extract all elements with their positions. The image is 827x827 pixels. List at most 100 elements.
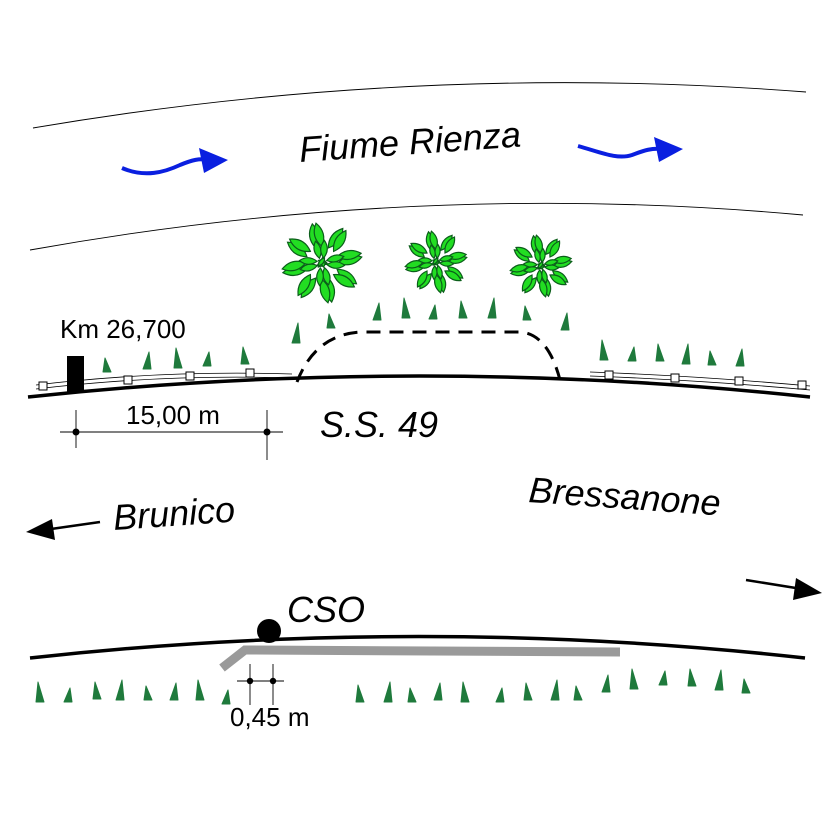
- grass-tuft-icon: [173, 347, 183, 369]
- grass-tuft-icon: [142, 351, 152, 370]
- grass-tuft-icon: [550, 679, 560, 701]
- grass-tuft-icon: [522, 305, 532, 321]
- grass-tuft-icon: [687, 668, 697, 687]
- tree-leaf: [297, 273, 312, 297]
- width-label: 0,45 m: [230, 702, 310, 732]
- tree-leaf: [416, 270, 428, 288]
- tree-3-icon: [509, 234, 573, 298]
- tree-leaf: [317, 257, 326, 267]
- tree-leaf: [434, 273, 443, 294]
- grass-tuft-icon: [599, 339, 609, 361]
- road-edge-lower: [29, 634, 806, 660]
- tree-leaf: [410, 242, 428, 254]
- tree-leaf: [549, 240, 561, 258]
- tree-leaf: [417, 257, 434, 264]
- grass-tuft-icon: [655, 343, 665, 362]
- grass-tuft-icon: [741, 678, 751, 694]
- tree-leaf: [444, 270, 462, 282]
- grass-tuft-icon: [63, 687, 73, 703]
- tree-leaf: [438, 255, 454, 262]
- grass-tuft-icon: [523, 682, 533, 701]
- tree-leaf: [444, 236, 456, 254]
- grass-tuft-icon: [326, 313, 336, 329]
- river-bank-upper: [32, 82, 807, 129]
- grass-tuft-icon: [627, 346, 637, 362]
- tree-leaf: [534, 234, 543, 255]
- direction-right-label: Bressanone: [527, 469, 722, 523]
- tree-leaf: [539, 247, 546, 264]
- tree-leaf: [539, 277, 548, 298]
- tree-leaf: [316, 266, 324, 287]
- grass-tuft-icon: [460, 681, 470, 703]
- tree-leaf: [521, 274, 533, 292]
- grass-tuft-icon: [601, 674, 611, 693]
- tree-leaf: [537, 261, 544, 269]
- grass-tuft-icon: [433, 682, 443, 701]
- tree-leaf: [404, 260, 425, 269]
- grass-tuft-icon: [407, 687, 417, 703]
- grass-tuft-icon: [428, 304, 438, 320]
- cso-point-icon: [257, 619, 281, 643]
- grass-tuft-icon: [240, 346, 250, 365]
- tree-leaf: [549, 274, 567, 286]
- layby-dashed-outline: [295, 330, 562, 383]
- kilometer-post-icon: [67, 356, 84, 392]
- grass-tuft-icon: [195, 679, 205, 701]
- grass-tuft-icon: [291, 322, 301, 344]
- cso-label: CSO: [287, 589, 365, 630]
- dimension-distance: [60, 410, 283, 460]
- tree-leaf: [319, 278, 331, 304]
- tree-leaf: [298, 257, 319, 265]
- grass-tuft-icon: [143, 685, 153, 701]
- grass-tuft-icon: [681, 343, 691, 365]
- flow-arrow-right-icon: [577, 137, 683, 162]
- tree-leaf: [320, 239, 328, 260]
- tree-leaf: [332, 229, 347, 253]
- grass-tuft-icon: [401, 297, 411, 319]
- river-label: Fiume Rienza: [298, 114, 522, 170]
- tree-1-icon: [281, 222, 363, 304]
- guardrail-right: [589, 370, 811, 391]
- vegetation-group: [35, 297, 751, 705]
- tree-leaf: [288, 238, 312, 253]
- tree-leaf: [281, 260, 307, 272]
- grass-tuft-icon: [372, 302, 382, 321]
- grass-tuft-icon: [458, 300, 468, 319]
- tree-leaf: [536, 268, 543, 285]
- road-label: S.S. 49: [320, 404, 438, 445]
- flow-arrow-left-icon: [121, 148, 228, 176]
- grass-tuft-icon: [169, 682, 179, 701]
- grass-tuft-icon: [714, 669, 724, 691]
- direction-left-label: Brunico: [112, 489, 237, 538]
- arrow-left-icon: [26, 519, 101, 540]
- tree-2-icon: [404, 230, 468, 294]
- grass-tuft-icon: [487, 297, 497, 319]
- kilometer-label: Km 26,700: [60, 314, 186, 344]
- grass-tuft-icon: [92, 681, 102, 700]
- tree-leaf: [432, 257, 439, 265]
- dimension-width: [237, 664, 284, 705]
- grass-tuft-icon: [221, 689, 231, 705]
- grass-tuft-icon: [735, 348, 745, 367]
- grass-tuft-icon: [707, 350, 717, 366]
- grass-tuft-icon: [629, 668, 639, 690]
- tree-leaf: [431, 264, 438, 281]
- tree-leaf: [313, 222, 325, 248]
- grass-tuft-icon: [355, 684, 365, 703]
- tree-leaf: [332, 273, 356, 288]
- grass-tuft-icon: [573, 685, 583, 701]
- grass-tuft-icon: [495, 687, 505, 703]
- arrow-right-icon: [745, 578, 822, 600]
- grass-tuft-icon: [35, 681, 45, 703]
- grass-tuft-icon: [102, 357, 112, 373]
- pipe: [219, 645, 621, 672]
- grass-tuft-icon: [202, 351, 212, 367]
- tree-leaf: [543, 259, 559, 266]
- road-edge-upper: [27, 374, 811, 399]
- grass-tuft-icon: [115, 679, 125, 701]
- tree-leaf: [522, 261, 539, 268]
- tree-leaf: [429, 230, 438, 251]
- distance-label: 15,00 m: [126, 400, 220, 430]
- tree-leaf: [325, 254, 345, 263]
